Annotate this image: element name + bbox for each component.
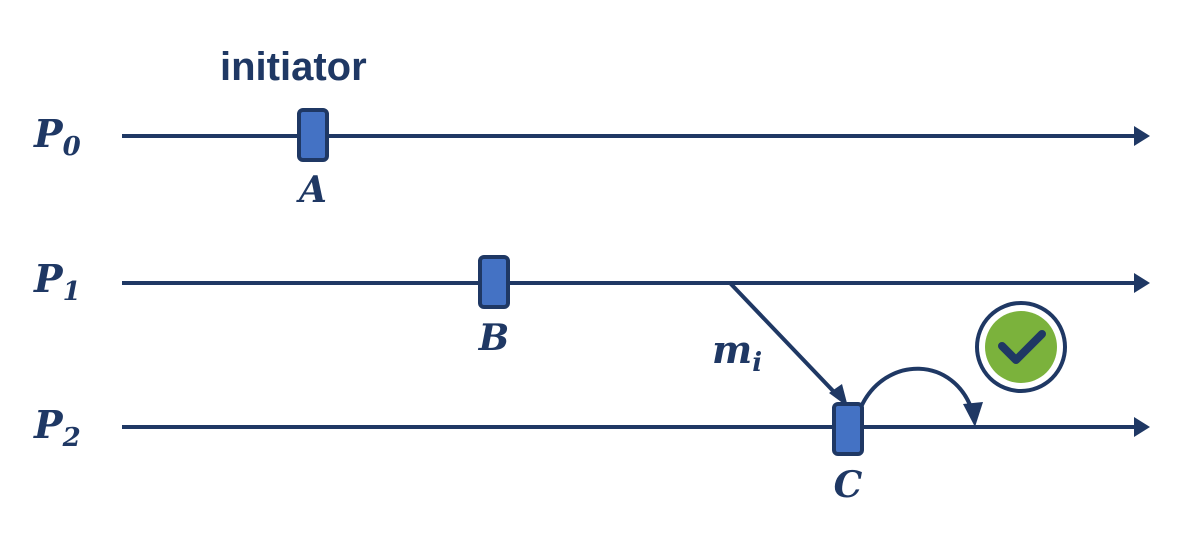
event-b: B	[478, 255, 510, 359]
initiator-label: initiator	[220, 45, 367, 89]
event-marker-c	[832, 402, 864, 456]
checkmark-circle-icon	[975, 301, 1067, 393]
message-label: mi	[712, 327, 762, 378]
process-p1-label: P1	[33, 256, 81, 307]
timeline-arrowhead-p0	[1134, 126, 1150, 146]
event-a: A	[296, 108, 329, 211]
event-label-c: C	[834, 464, 863, 506]
process-p1: P1	[33, 256, 1150, 307]
event-c: C	[832, 402, 864, 506]
curved-arrow-path	[859, 366, 975, 414]
message-arrow	[728, 281, 838, 396]
process-p0-label: P0	[33, 111, 81, 162]
timeline-arrowhead-p2	[1134, 417, 1150, 437]
curved-arrow	[859, 366, 983, 427]
message-mi: mi	[712, 281, 848, 407]
event-label-a: A	[296, 169, 327, 211]
process-p0: P0	[33, 111, 1150, 162]
process-p2: P2	[33, 402, 1150, 453]
process-p2-label: P2	[33, 402, 81, 453]
event-marker-a	[297, 108, 329, 162]
message-arrowhead	[829, 384, 848, 407]
event-marker-b	[478, 255, 510, 309]
timeline-arrowhead-p1	[1134, 273, 1150, 293]
event-label-b: B	[478, 317, 509, 359]
curved-arrow-head	[963, 402, 983, 427]
